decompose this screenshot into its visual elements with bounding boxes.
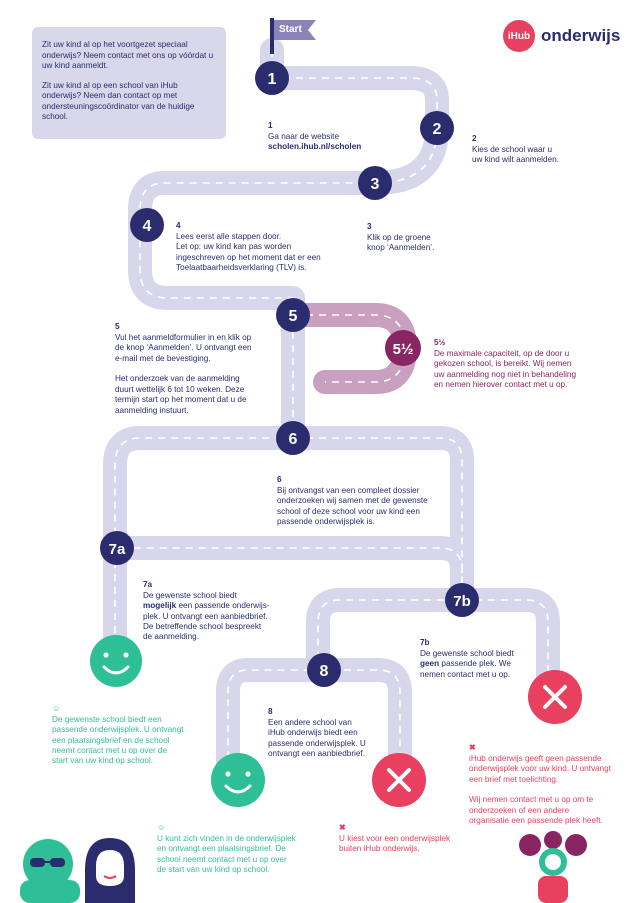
marker-5: 5 <box>276 298 310 332</box>
svg-text:7a: 7a <box>109 541 126 558</box>
marker-6: 6 <box>276 421 310 455</box>
marker-2: 2 <box>420 111 454 145</box>
info-box: Zit uw kind al op het voortgezet speciaa… <box>32 27 226 139</box>
start-label: Start <box>279 24 302 35</box>
marker-4: 4 <box>130 208 164 242</box>
smiley-small-icon: ☺ <box>52 704 61 714</box>
svg-text:4: 4 <box>143 218 152 235</box>
cross-small-icon: ✖ <box>339 823 346 833</box>
happy-face-icon-2 <box>211 753 265 807</box>
svg-text:3: 3 <box>371 176 380 193</box>
outcome-happy-2-text: ☺U kunt zich vinden in de onderwijsplek … <box>157 823 296 875</box>
marker-5-half: 5½ <box>385 330 421 366</box>
cross-icon-2 <box>528 670 582 724</box>
happy-face-icon-1 <box>90 635 142 687</box>
cross-small-icon: ✖ <box>469 743 476 753</box>
svg-text:5½: 5½ <box>393 341 414 358</box>
smiley-small-icon: ☺ <box>157 823 166 833</box>
info-paragraph-2: Zit uw kind al op een school van iHub on… <box>42 80 195 122</box>
outcome-cross-1-text: ✖U kiest voor een onderwijsplek buiten i… <box>339 823 451 854</box>
svg-text:6: 6 <box>289 431 298 448</box>
svg-text:8: 8 <box>320 663 329 680</box>
marker-7a: 7a <box>100 531 134 565</box>
svg-text:1: 1 <box>268 71 277 88</box>
logo-word: onderwijs <box>541 26 621 45</box>
svg-text:2: 2 <box>433 121 442 138</box>
info-paragraph-1: Zit uw kind al op het voortgezet speciaa… <box>42 40 214 70</box>
logo-mark: iHub <box>503 20 535 52</box>
cross-icon-1 <box>372 753 426 807</box>
person-glasses-illustration <box>20 839 80 903</box>
svg-text:7b: 7b <box>453 593 471 610</box>
website-link[interactable]: scholen.ihub.nl/scholen <box>268 142 362 152</box>
person-hair-illustration <box>85 838 135 903</box>
outcome-happy-1-text: ☺De gewenste school biedt een passende o… <box>52 704 184 766</box>
outcome-cross-2-text: ✖iHub onderwijs geeft geen passende onde… <box>469 743 611 826</box>
marker-7b: 7b <box>445 583 479 617</box>
marker-3: 3 <box>358 166 392 200</box>
ihub-logo: iHub onderwijs <box>503 20 620 52</box>
start-flag <box>270 18 316 54</box>
marker-1: 1 <box>255 61 289 95</box>
marker-8: 8 <box>307 653 341 687</box>
person-balloons-illustration <box>519 831 587 903</box>
svg-text:5: 5 <box>289 308 298 325</box>
